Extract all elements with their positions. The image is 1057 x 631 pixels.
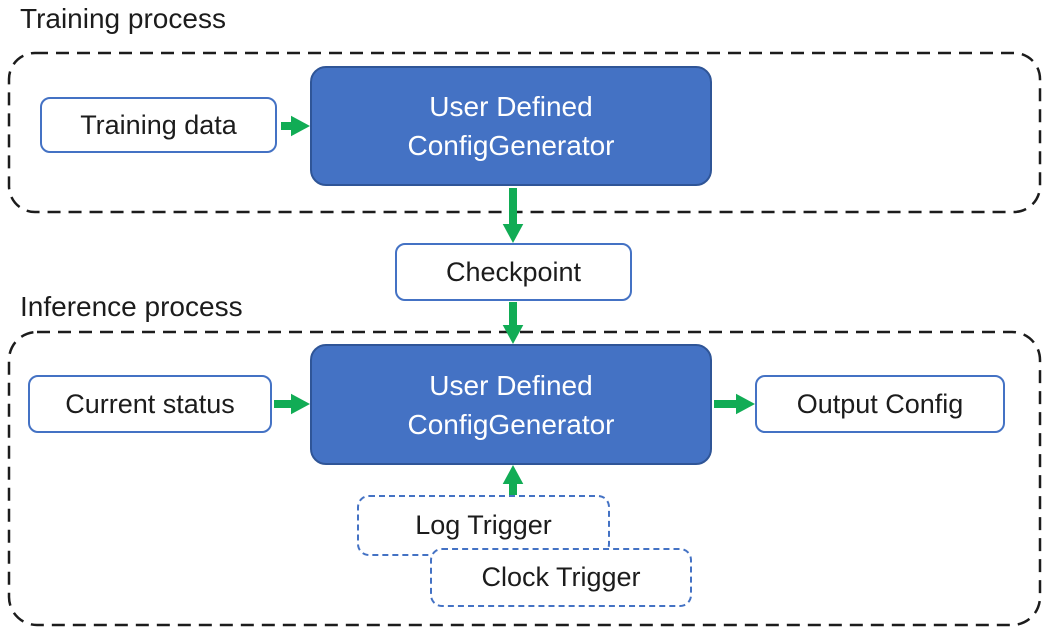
training-generator-line1: User Defined <box>429 91 593 122</box>
inference-generator-line1: User Defined <box>429 369 593 401</box>
training-generator-line2: ConfigGenerator <box>407 130 615 161</box>
training-config-generator-box: User Defined ConfigGenerator <box>310 66 712 186</box>
inference-config-generator-box: User Defined ConfigGenerator <box>310 344 712 465</box>
current-status-box: Current status <box>28 375 272 433</box>
checkpoint-box: Checkpoint <box>395 243 632 301</box>
output-config-box: Output Config <box>755 375 1005 433</box>
clock-trigger-box: Clock Trigger <box>430 548 692 607</box>
inference-generator-line2: ConfigGenerator <box>407 408 615 440</box>
training-process-label: Training process <box>20 3 226 34</box>
training-data-box: Training data <box>40 97 277 153</box>
inference-process-label: Inference process <box>20 291 243 322</box>
log-trigger-box: Log Trigger <box>357 495 610 556</box>
